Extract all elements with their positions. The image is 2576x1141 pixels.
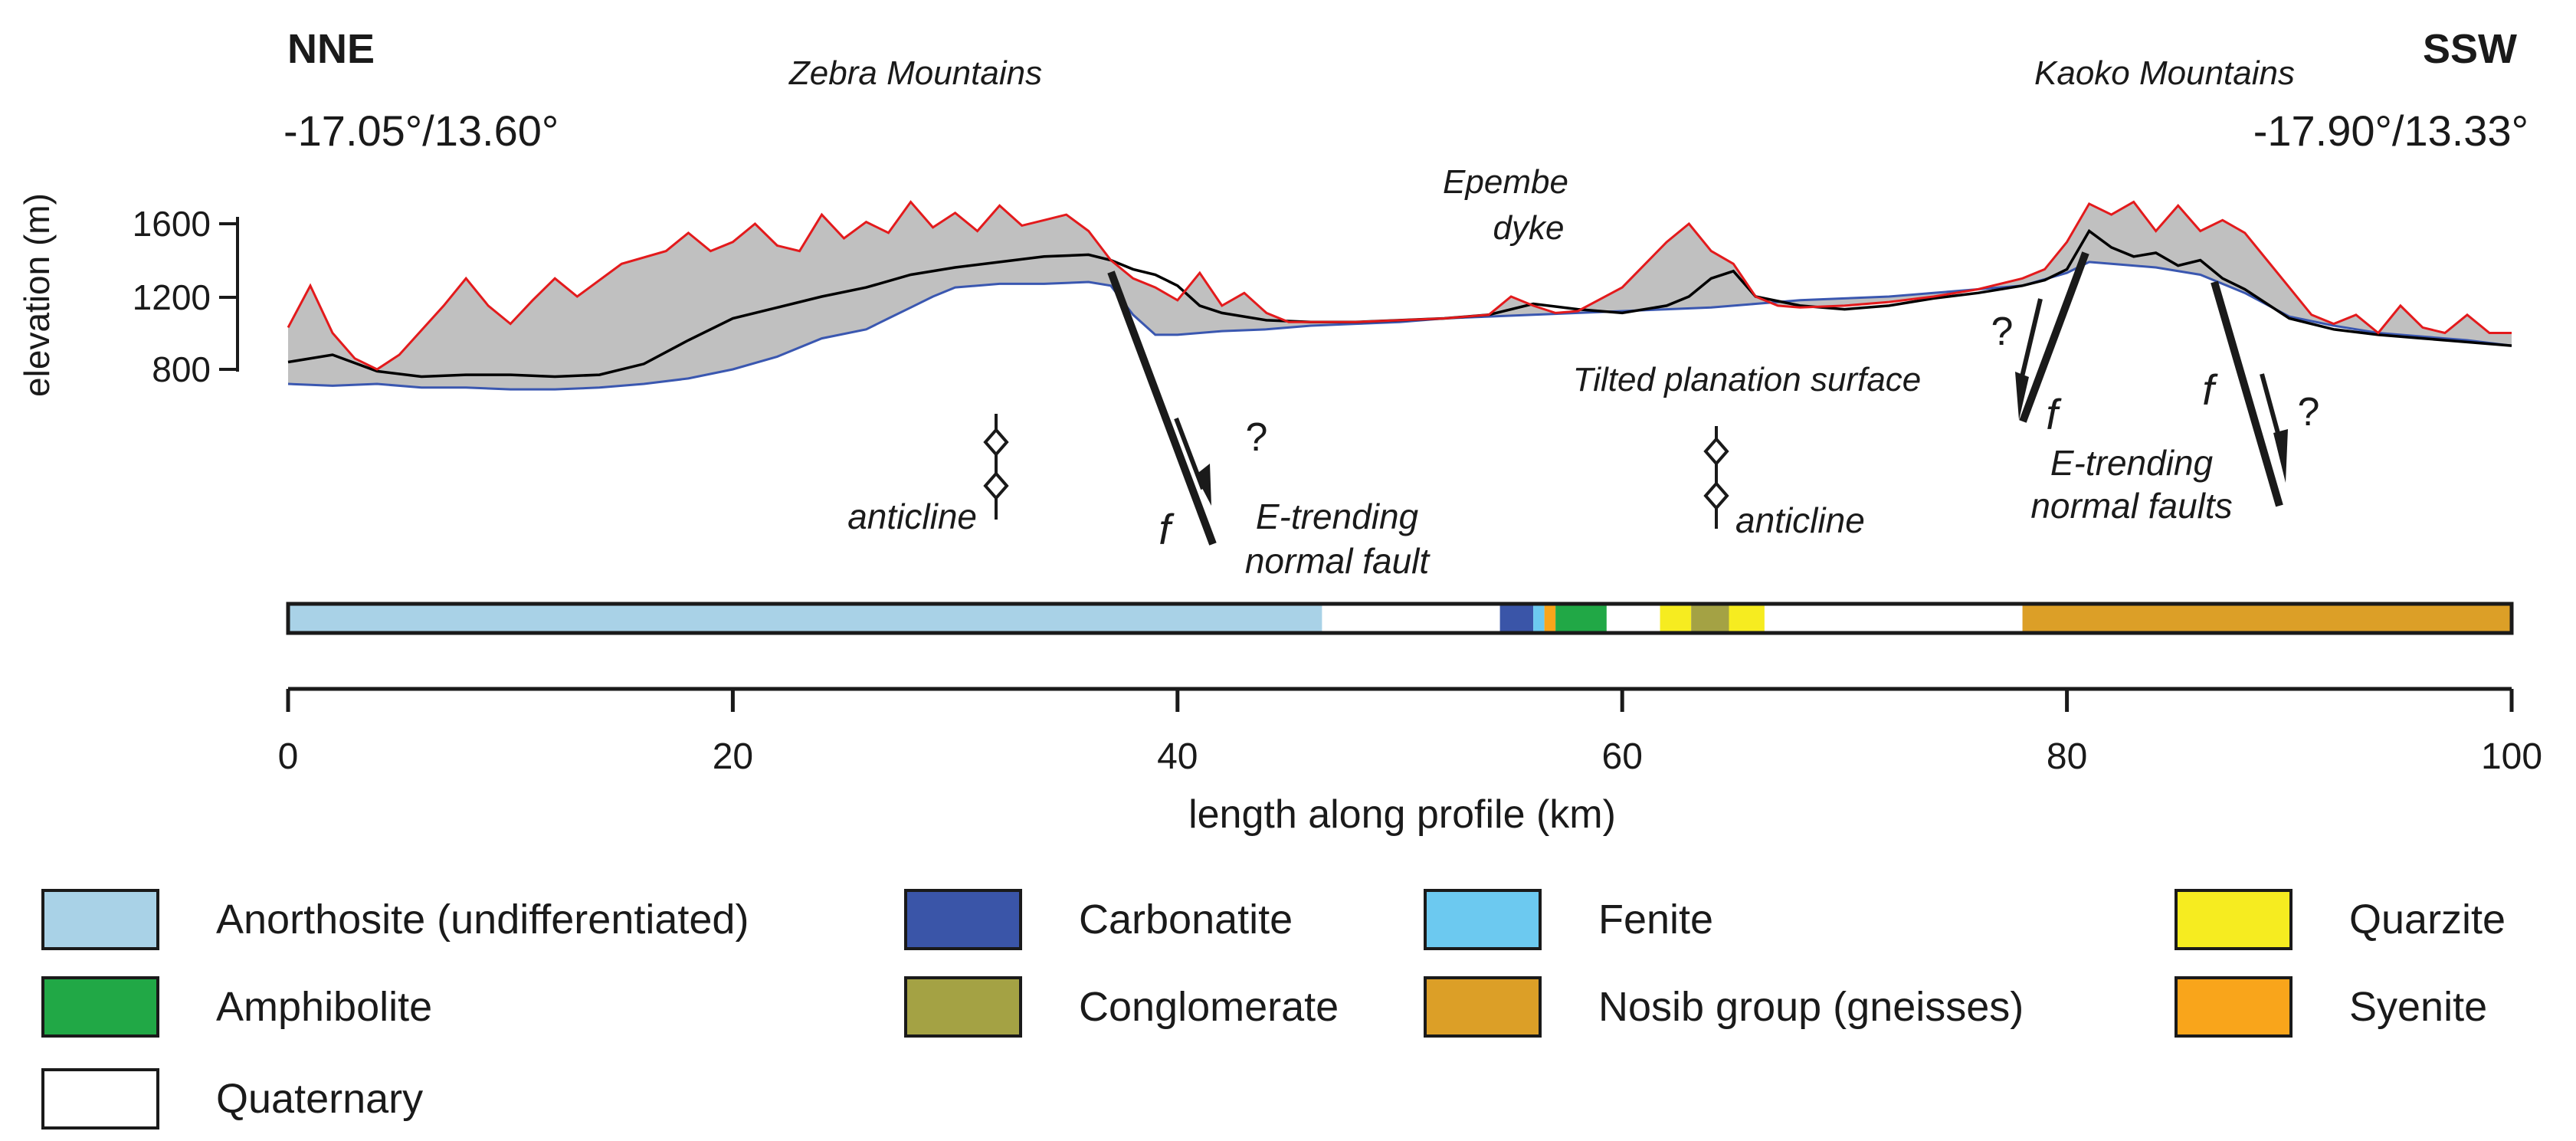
anticline-symbol-1 [983, 414, 1009, 520]
distance-tick-label-100: 100 [2481, 736, 2542, 777]
distance-tick-label-0: 0 [278, 736, 299, 777]
legend-label-fenite: Fenite [1598, 897, 1713, 943]
geology-segment-5 [1555, 604, 1607, 633]
legend-swatch-nosib-group-gneisses [1424, 976, 1542, 1038]
normal-fault-3 [2211, 280, 2288, 507]
legend-label-quaternary: Quaternary [216, 1076, 423, 1122]
fault-1-line [1107, 270, 1217, 546]
legend-label-nosib-group-gneisses: Nosib group (gneisses) [1598, 984, 2024, 1030]
fault-2-arrow-shaft [2018, 298, 2043, 384]
geology-segment-2 [1499, 604, 1534, 633]
fault-2-question-mark: ? [1991, 310, 2014, 354]
legend-swatch-conglomerate [904, 976, 1022, 1038]
distance-tick-label-40: 40 [1157, 736, 1198, 777]
elevation-profile [287, 200, 2512, 391]
legend-label-quarzite: Quarzite [2349, 897, 2506, 943]
geology-segment-10 [1764, 604, 2023, 633]
elevation-tick-label-800: 800 [152, 349, 211, 389]
legend: Anorthosite (undifferentiated) Carbonatit… [41, 889, 2506, 1130]
fault-2-symbol: f [2046, 390, 2062, 438]
distance-tick-label-20: 20 [713, 736, 753, 777]
geology-bar [288, 604, 2512, 633]
geology-segment-8 [1691, 604, 1729, 633]
right-coordinates-label: -17.90°/13.33° [2253, 107, 2528, 155]
geology-segment-6 [1606, 604, 1660, 633]
elevation-tick-label-1600: 1600 [133, 204, 211, 244]
kaoko-mountains-label: Kaoko Mountains [2034, 54, 2295, 92]
fault-1-symbol: f [1159, 505, 1175, 553]
fault-1-question-mark: ? [1246, 415, 1268, 460]
legend-label-syenite: Syenite [2349, 984, 2487, 1030]
legend-swatch-syenite [2175, 976, 2293, 1038]
fault-2-line [2019, 251, 2089, 423]
legend-label-amphibolite: Amphibolite [216, 984, 432, 1030]
anticline-label-1: anticline [847, 497, 977, 536]
mean-elevation-line [287, 228, 2512, 379]
elevation-range-band [288, 202, 2512, 390]
geology-segment-1 [1322, 604, 1500, 633]
geology-segment-9 [1729, 604, 1765, 633]
epembe-label-line1: Epembe [1443, 163, 1568, 201]
faults-2-label-line2: normal faults [2030, 486, 2232, 526]
geology-segment-3 [1533, 604, 1545, 633]
zebra-mountains-label: Zebra Mountains [788, 54, 1042, 92]
fault-3-arrow-head [2273, 429, 2288, 483]
right-direction-label: SSW [2423, 26, 2517, 72]
normal-fault-2 [2015, 251, 2089, 423]
left-direction-label: NNE [287, 26, 375, 72]
elevation-tick-label-1200: 1200 [133, 277, 211, 317]
legend-swatch-quaternary [41, 1068, 159, 1130]
fault-3-line [2211, 280, 2283, 507]
geology-segment-0 [288, 604, 1322, 633]
geology-segment-4 [1544, 604, 1556, 633]
elevation-axis-title: elevation (m) [17, 193, 57, 397]
distance-tick-label-60: 60 [1602, 736, 1643, 777]
legend-label-conglomerate: Conglomerate [1079, 984, 1339, 1030]
min-elevation-line [287, 261, 2512, 391]
geology-segment-7 [1660, 604, 1692, 633]
max-elevation-line [287, 200, 2512, 371]
distance-axis-title: length along profile (km) [1188, 792, 1616, 837]
epembe-label-line2: dyke [1493, 209, 1565, 247]
legend-swatch-amphibolite [41, 976, 159, 1038]
faults-2-label-line1: E-trending [2050, 443, 2214, 483]
legend-swatch-anorthosite-undifferentiated [41, 889, 159, 950]
anticline-symbol-2 [1703, 426, 1729, 529]
legend-swatch-fenite [1424, 889, 1542, 950]
legend-swatch-carbonatite [904, 889, 1022, 950]
geology-segment-11 [2022, 604, 2512, 633]
tilted-planation-surface-label: Tilted planation surface [1573, 361, 1922, 398]
geology-bar-frame [286, 602, 2514, 635]
distance-axis: 0 20 40 60 80 100 [278, 687, 2542, 777]
fault-1-label-line2: normal fault [1245, 541, 1431, 581]
distance-tick-label-80: 80 [2047, 736, 2087, 777]
normal-fault-1 [1107, 270, 1217, 546]
fault-2-arrow-head [2015, 372, 2029, 420]
left-coordinates-label: -17.05°/13.60° [283, 107, 559, 155]
legend-label-carbonatite: Carbonatite [1079, 897, 1293, 943]
legend-label-anorthosite-undifferentiated: Anorthosite (undifferentiated) [216, 897, 749, 943]
fault-3-symbol: f [2202, 366, 2218, 414]
anticline-label-2: anticline [1735, 500, 1865, 540]
fault-3-question-mark: ? [2298, 390, 2320, 434]
legend-swatch-quarzite [2175, 889, 2293, 950]
fault-1-arrow-head [1195, 464, 1211, 506]
elevation-axis: 1600 1200 800 elevation (m) [17, 193, 239, 397]
fault-1-label-line1: E-trending [1256, 497, 1419, 536]
